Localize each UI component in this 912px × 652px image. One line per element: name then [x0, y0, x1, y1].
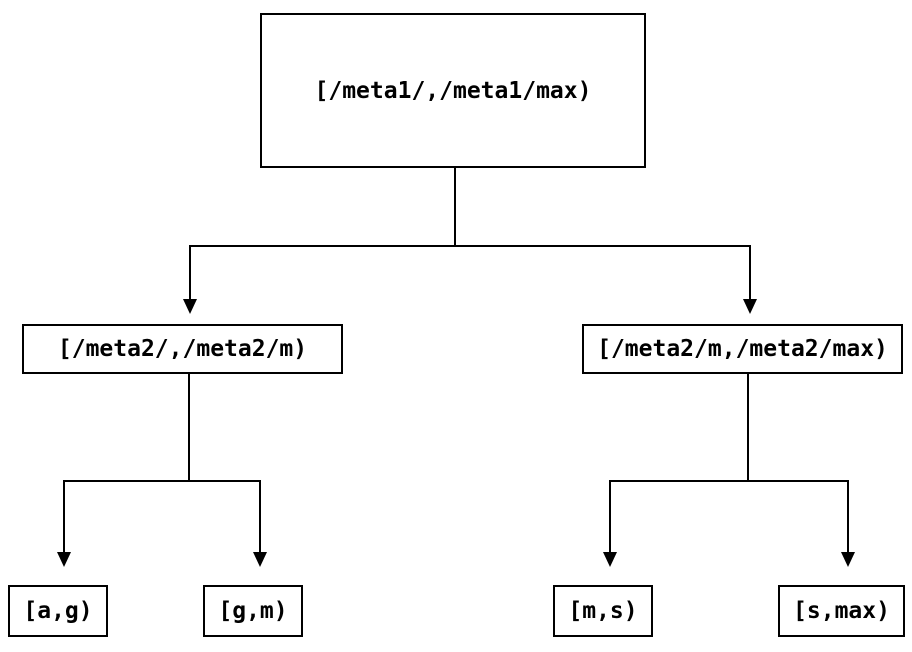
arrowhead-left-child	[183, 299, 197, 314]
arrowhead-leaf-ms	[603, 552, 617, 567]
tree-node-leaf-gm: [g,m)	[203, 585, 303, 637]
tree-node-left-label: [/meta2/,/meta2/m)	[57, 336, 308, 362]
tree-node-leaf-gm-label: [g,m)	[218, 598, 288, 624]
tree-node-left: [/meta2/,/meta2/m)	[22, 324, 343, 374]
tree-node-leaf-ag: [a,g)	[8, 585, 108, 637]
arrowhead-right-child	[743, 299, 757, 314]
tree-node-leaf-smax-label: [s,max)	[793, 598, 890, 624]
arrowhead-leaf-gm	[253, 552, 267, 567]
edge-left-to-leaves	[63, 373, 261, 552]
tree-node-right-label: [/meta2/m,/meta2/max)	[597, 336, 888, 362]
tree-node-root-label: [/meta1/,/meta1/max)	[314, 77, 592, 104]
arrowhead-leaf-ag	[57, 552, 71, 567]
tree-node-leaf-ag-label: [a,g)	[23, 598, 93, 624]
tree-node-leaf-ms-label: [m,s)	[568, 598, 638, 624]
edge-root-to-children	[189, 167, 751, 299]
edge-right-to-leaves	[609, 373, 849, 552]
arrowhead-leaf-smax	[841, 552, 855, 567]
tree-node-root: [/meta1/,/meta1/max)	[260, 13, 646, 168]
tree-node-right: [/meta2/m,/meta2/max)	[582, 324, 903, 374]
tree-node-leaf-ms: [m,s)	[553, 585, 653, 637]
tree-node-leaf-smax: [s,max)	[778, 585, 905, 637]
